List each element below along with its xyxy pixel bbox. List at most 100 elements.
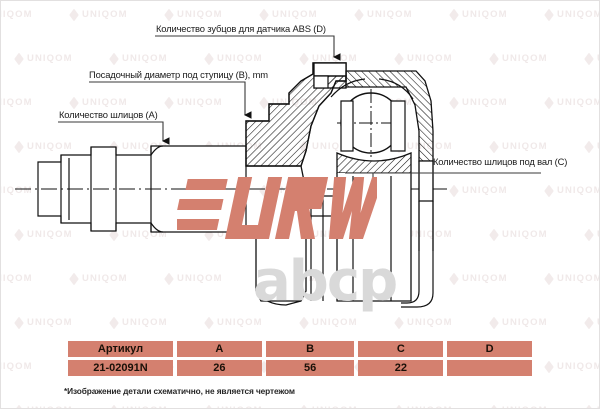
watermark-label: UNIQOM [502, 141, 548, 152]
cell-b: 56 [265, 360, 355, 376]
watermark-diamond-icon [449, 272, 459, 285]
watermark-label: UNIQOM [217, 141, 263, 152]
table-header-c: C [358, 341, 444, 357]
watermark-diamond-icon [164, 96, 174, 109]
watermark-text: UNIQOM [14, 52, 73, 65]
watermark-text: UNIQOM [164, 272, 223, 285]
watermark-label: UNIQOM [557, 185, 600, 196]
watermark-diamond-icon [299, 316, 309, 329]
watermark-diamond-icon [259, 96, 269, 109]
watermark-label: UNIQOM [367, 273, 413, 284]
schematic-disclaimer-footnote: *Изображение детали схематично, не являе… [64, 386, 295, 396]
watermark-diamond-icon [489, 140, 499, 153]
watermark-text: UNIQOM [449, 272, 508, 285]
watermark-diamond-icon [14, 404, 24, 408]
watermark-diamond-icon [14, 52, 24, 65]
watermark-text: UNIQOM [354, 272, 413, 285]
watermark-label: UNIQOM [122, 53, 168, 64]
watermark-diamond-icon [449, 96, 459, 109]
watermark-label: UNIQOM [407, 317, 453, 328]
watermark-text: UNIQOM [14, 228, 73, 241]
watermark-text: UNIQOM [259, 184, 318, 197]
watermark-text: UNIQOM [164, 96, 223, 109]
watermark-label: UNIQOM [462, 273, 508, 284]
watermark-text: UNIQOM [1, 273, 33, 284]
watermark-text: UNIQOM [489, 404, 548, 408]
watermark-diamond-icon [69, 184, 79, 197]
watermark-label: UNIQOM [407, 53, 453, 64]
watermark-text: UNIQOM [259, 8, 318, 21]
watermark-label: UNIQOM [217, 405, 263, 408]
watermark-diamond-icon [204, 140, 214, 153]
watermark-label: UNIQOM [312, 53, 358, 64]
watermark-text: UNIQOM [1, 9, 33, 20]
watermark-text: UNIQOM [449, 96, 508, 109]
watermark-text: UNIQOM [109, 228, 168, 241]
watermark-text: UNIQOM [299, 140, 358, 153]
watermark-label: UNIQOM [177, 273, 223, 284]
watermark-label: UNIQOM [122, 229, 168, 240]
watermark-label: UNIQOM [502, 53, 548, 64]
watermark-text: UNIQOM [299, 404, 358, 408]
watermark-text: UNIQOM [584, 316, 599, 329]
watermark-diamond-icon [204, 52, 214, 65]
watermark-label: UNIQOM [502, 405, 548, 408]
watermark-text: UNIQOM [69, 8, 128, 21]
watermark-label: UNIQOM [27, 405, 73, 408]
watermark-label: UNIQOM [1, 97, 33, 108]
callout-spline-count-a: Количество шлицов (A) [59, 109, 158, 120]
watermark-diamond-icon [584, 316, 594, 329]
watermark-label: UNIQOM [407, 405, 453, 408]
watermark-label: UNIQOM [122, 141, 168, 152]
watermark-diamond-icon [584, 140, 594, 153]
watermark-text: UNIQOM [109, 140, 168, 153]
watermark-text: UNIQOM [14, 316, 73, 329]
watermark-diamond-icon [164, 8, 174, 21]
watermark-text: UNIQOM [204, 140, 263, 153]
watermark-diamond-icon [259, 8, 269, 21]
watermark-text: UNIQOM [544, 8, 599, 21]
watermark-diamond-icon [394, 316, 404, 329]
table-header-d: D [447, 341, 532, 357]
watermark-diamond-icon [69, 96, 79, 109]
watermark-label: UNIQOM [27, 141, 73, 152]
watermark-label: UNIQOM [122, 405, 168, 408]
watermark-text: UNIQOM [584, 52, 599, 65]
watermark-text: UNIQOM [14, 404, 73, 408]
watermark-label: UNIQOM [217, 317, 263, 328]
watermark-diamond-icon [394, 404, 404, 408]
watermark-diamond-icon [354, 96, 364, 109]
watermark-diamond-icon [14, 228, 24, 241]
watermark-diamond-icon [544, 272, 554, 285]
watermark-text: UNIQOM [14, 140, 73, 153]
watermark-label: UNIQOM [462, 97, 508, 108]
watermark-diamond-icon [109, 404, 119, 408]
watermark-diamond-icon [164, 272, 174, 285]
watermark-label: UNIQOM [462, 185, 508, 196]
specification-table: Артикул A B C D 21-02091N 26 56 22 [64, 338, 536, 379]
watermark-text: UNIQOM [69, 272, 128, 285]
watermark-label: UNIQOM [122, 317, 168, 328]
table-header-row: Артикул A B C D [68, 341, 532, 357]
cell-article: 21-02091N [68, 360, 173, 376]
watermark-text: UNIQOM [204, 228, 263, 241]
watermark-label: UNIQOM [217, 53, 263, 64]
watermark-label: UNIQOM [407, 141, 453, 152]
watermark-label: UNIQOM [272, 185, 318, 196]
watermark-text: UNIQOM [204, 404, 263, 408]
watermark-text: UNIQOM [394, 404, 453, 408]
watermark-label: UNIQOM [367, 9, 413, 20]
table-header-article: Артикул [68, 341, 173, 357]
watermark-diamond-icon [394, 228, 404, 241]
watermark-text: UNIQOM [354, 184, 413, 197]
watermark-diamond-icon [299, 404, 309, 408]
watermark-diamond-icon [354, 272, 364, 285]
watermark-label: UNIQOM [177, 9, 223, 20]
watermark-diamond-icon [584, 404, 594, 408]
watermark-label: UNIQOM [312, 317, 358, 328]
watermark-text: UNIQOM [164, 8, 223, 21]
watermark-diamond-icon [584, 228, 594, 241]
watermark-text: UNIQOM [489, 316, 548, 329]
watermark-diamond-icon [544, 96, 554, 109]
watermark-text: UNIQOM [164, 184, 223, 197]
